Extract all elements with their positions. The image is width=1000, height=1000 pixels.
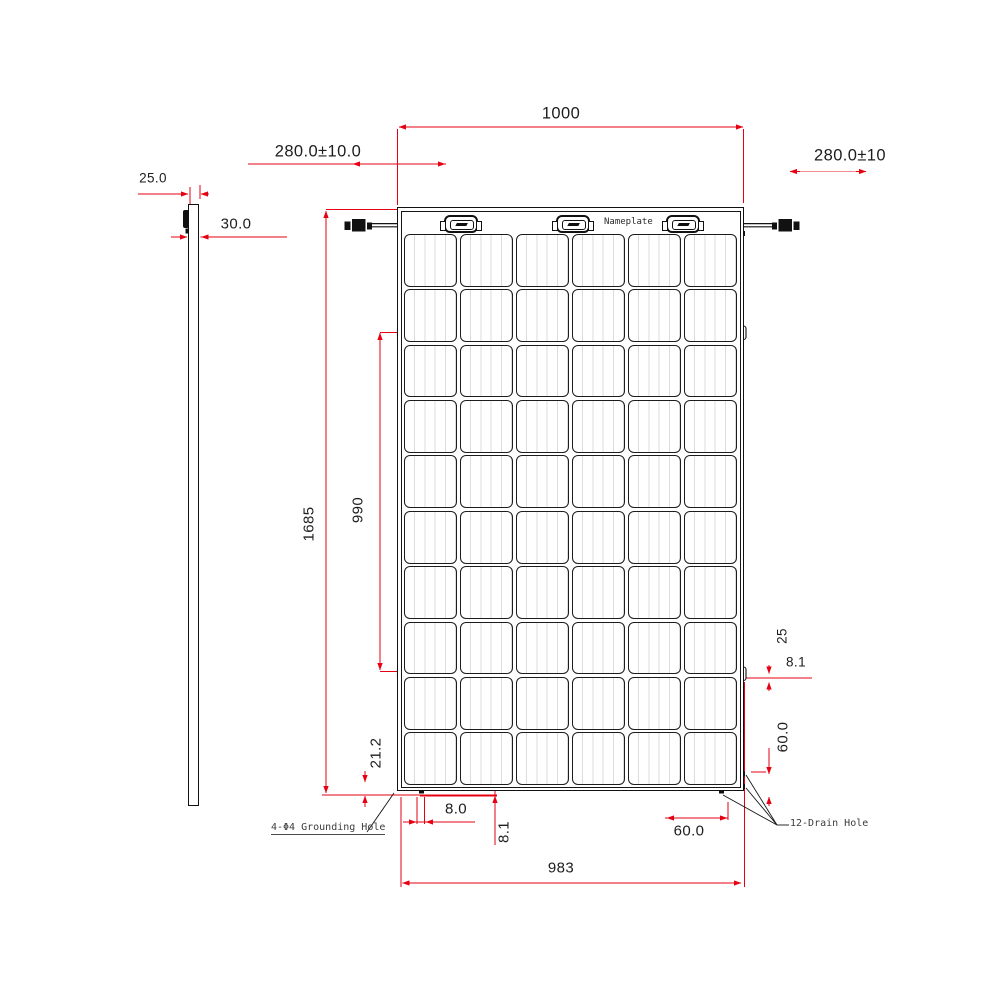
- solar-cell: [403, 455, 457, 509]
- cable-glyph-icon: [677, 222, 690, 226]
- dimension-lines: [138, 124, 867, 887]
- solar-cell: [683, 566, 738, 619]
- dim-overall-width: 1000: [541, 104, 581, 123]
- drain-hole-label: 12-Drain Hole: [790, 818, 869, 829]
- dim-overall-height: 1685: [300, 506, 318, 542]
- solar-cell: [683, 289, 738, 343]
- junction-box-1: [440, 215, 482, 233]
- solar-cell: [571, 621, 626, 675]
- grounding-hole-label: 4-Φ4 Grounding Hole: [271, 822, 386, 835]
- cable-glyph-icon: [567, 222, 580, 226]
- solar-cell: [683, 344, 738, 398]
- solar-cell: [515, 510, 570, 564]
- solar-cell: [571, 455, 626, 509]
- panel-frame-inner: [401, 211, 741, 788]
- dim-frame-top-width: 25.0: [139, 170, 167, 186]
- solar-cell: [403, 732, 457, 785]
- mc4-connector-right: [772, 219, 800, 232]
- dim-drain-offset-right: 60.0: [774, 721, 792, 753]
- dim-cable-left: 280.0±10.0: [274, 142, 362, 161]
- junction-box-lid: [562, 219, 586, 230]
- solar-cell: [627, 566, 682, 619]
- dim-frame-depth: 30.0: [220, 215, 252, 233]
- solar-cell: [571, 676, 626, 730]
- solar-cell: [459, 566, 514, 619]
- solar-cell: [627, 234, 682, 287]
- solar-cell: [459, 234, 514, 287]
- solar-cell: [403, 400, 457, 453]
- solar-cell: [403, 676, 457, 730]
- junction-box-3: [662, 215, 704, 233]
- dim-bottom-width: 983: [547, 859, 575, 877]
- solar-cell: [683, 621, 738, 675]
- solar-cell: [571, 732, 626, 785]
- solar-cell: [459, 510, 514, 564]
- solar-cell: [515, 289, 570, 343]
- solar-cell: [683, 732, 738, 785]
- cable-glyph-icon: [455, 222, 468, 226]
- solar-cell: [627, 732, 682, 785]
- solar-cell: [627, 400, 682, 453]
- dim-slot-width: 8.1: [786, 654, 806, 670]
- solar-cell: [459, 621, 514, 675]
- solar-cell: [403, 510, 457, 564]
- solar-cell: [403, 566, 457, 619]
- solar-cell: [515, 732, 570, 785]
- solar-cell: [627, 344, 682, 398]
- dim-bottom-lip: 8.1: [495, 820, 513, 844]
- solar-cell: [627, 621, 682, 675]
- solar-cell: [683, 234, 738, 287]
- solar-cell: [515, 234, 570, 287]
- solar-cell: [627, 455, 682, 509]
- side-view-frame: [188, 204, 199, 806]
- solar-cell: [459, 289, 514, 343]
- solar-cell: [403, 621, 457, 675]
- solar-cell: [627, 289, 682, 343]
- solar-cell: [459, 400, 514, 453]
- dim-drain-offset-bottom: 60.0: [673, 822, 705, 840]
- solar-cell: [403, 289, 457, 343]
- side-junction-box: [183, 210, 189, 234]
- solar-cell: [683, 455, 738, 509]
- solar-cell: [571, 234, 626, 287]
- junction-box-2: [552, 215, 594, 233]
- solar-cell: [515, 676, 570, 730]
- solar-cell: [515, 621, 570, 675]
- solar-cell: [627, 676, 682, 730]
- solar-cell: [571, 566, 626, 619]
- dim-cable-right: 280.0±10: [814, 146, 886, 165]
- junction-box-lid: [672, 219, 696, 230]
- solar-cell: [459, 732, 514, 785]
- solar-cell: [683, 676, 738, 730]
- junction-box-lid: [450, 219, 474, 230]
- solar-cell: [459, 344, 514, 398]
- solar-cell: [683, 510, 738, 564]
- solar-cell: [403, 344, 457, 398]
- solar-cell: [403, 234, 457, 287]
- dim-drain-width: 8.0: [444, 800, 468, 818]
- solar-cell: [627, 510, 682, 564]
- solar-cell: [515, 455, 570, 509]
- dim-grounding-offset: 21.2: [367, 737, 385, 769]
- solar-cell: [683, 400, 738, 453]
- mc4-connector-left: [344, 219, 372, 232]
- dim-mounting-span: 990: [349, 496, 367, 524]
- nameplate-label: Nameplate: [604, 217, 653, 227]
- solar-cell: [515, 566, 570, 619]
- cell-grid: [403, 234, 738, 785]
- solar-cell: [459, 676, 514, 730]
- solar-cell: [571, 400, 626, 453]
- solar-cell: [515, 400, 570, 453]
- solar-cell: [571, 344, 626, 398]
- solar-cell: [571, 510, 626, 564]
- solar-cell: [515, 344, 570, 398]
- dim-slot-length: 25: [774, 628, 790, 644]
- solar-cell: [459, 455, 514, 509]
- solar-cell: [571, 289, 626, 343]
